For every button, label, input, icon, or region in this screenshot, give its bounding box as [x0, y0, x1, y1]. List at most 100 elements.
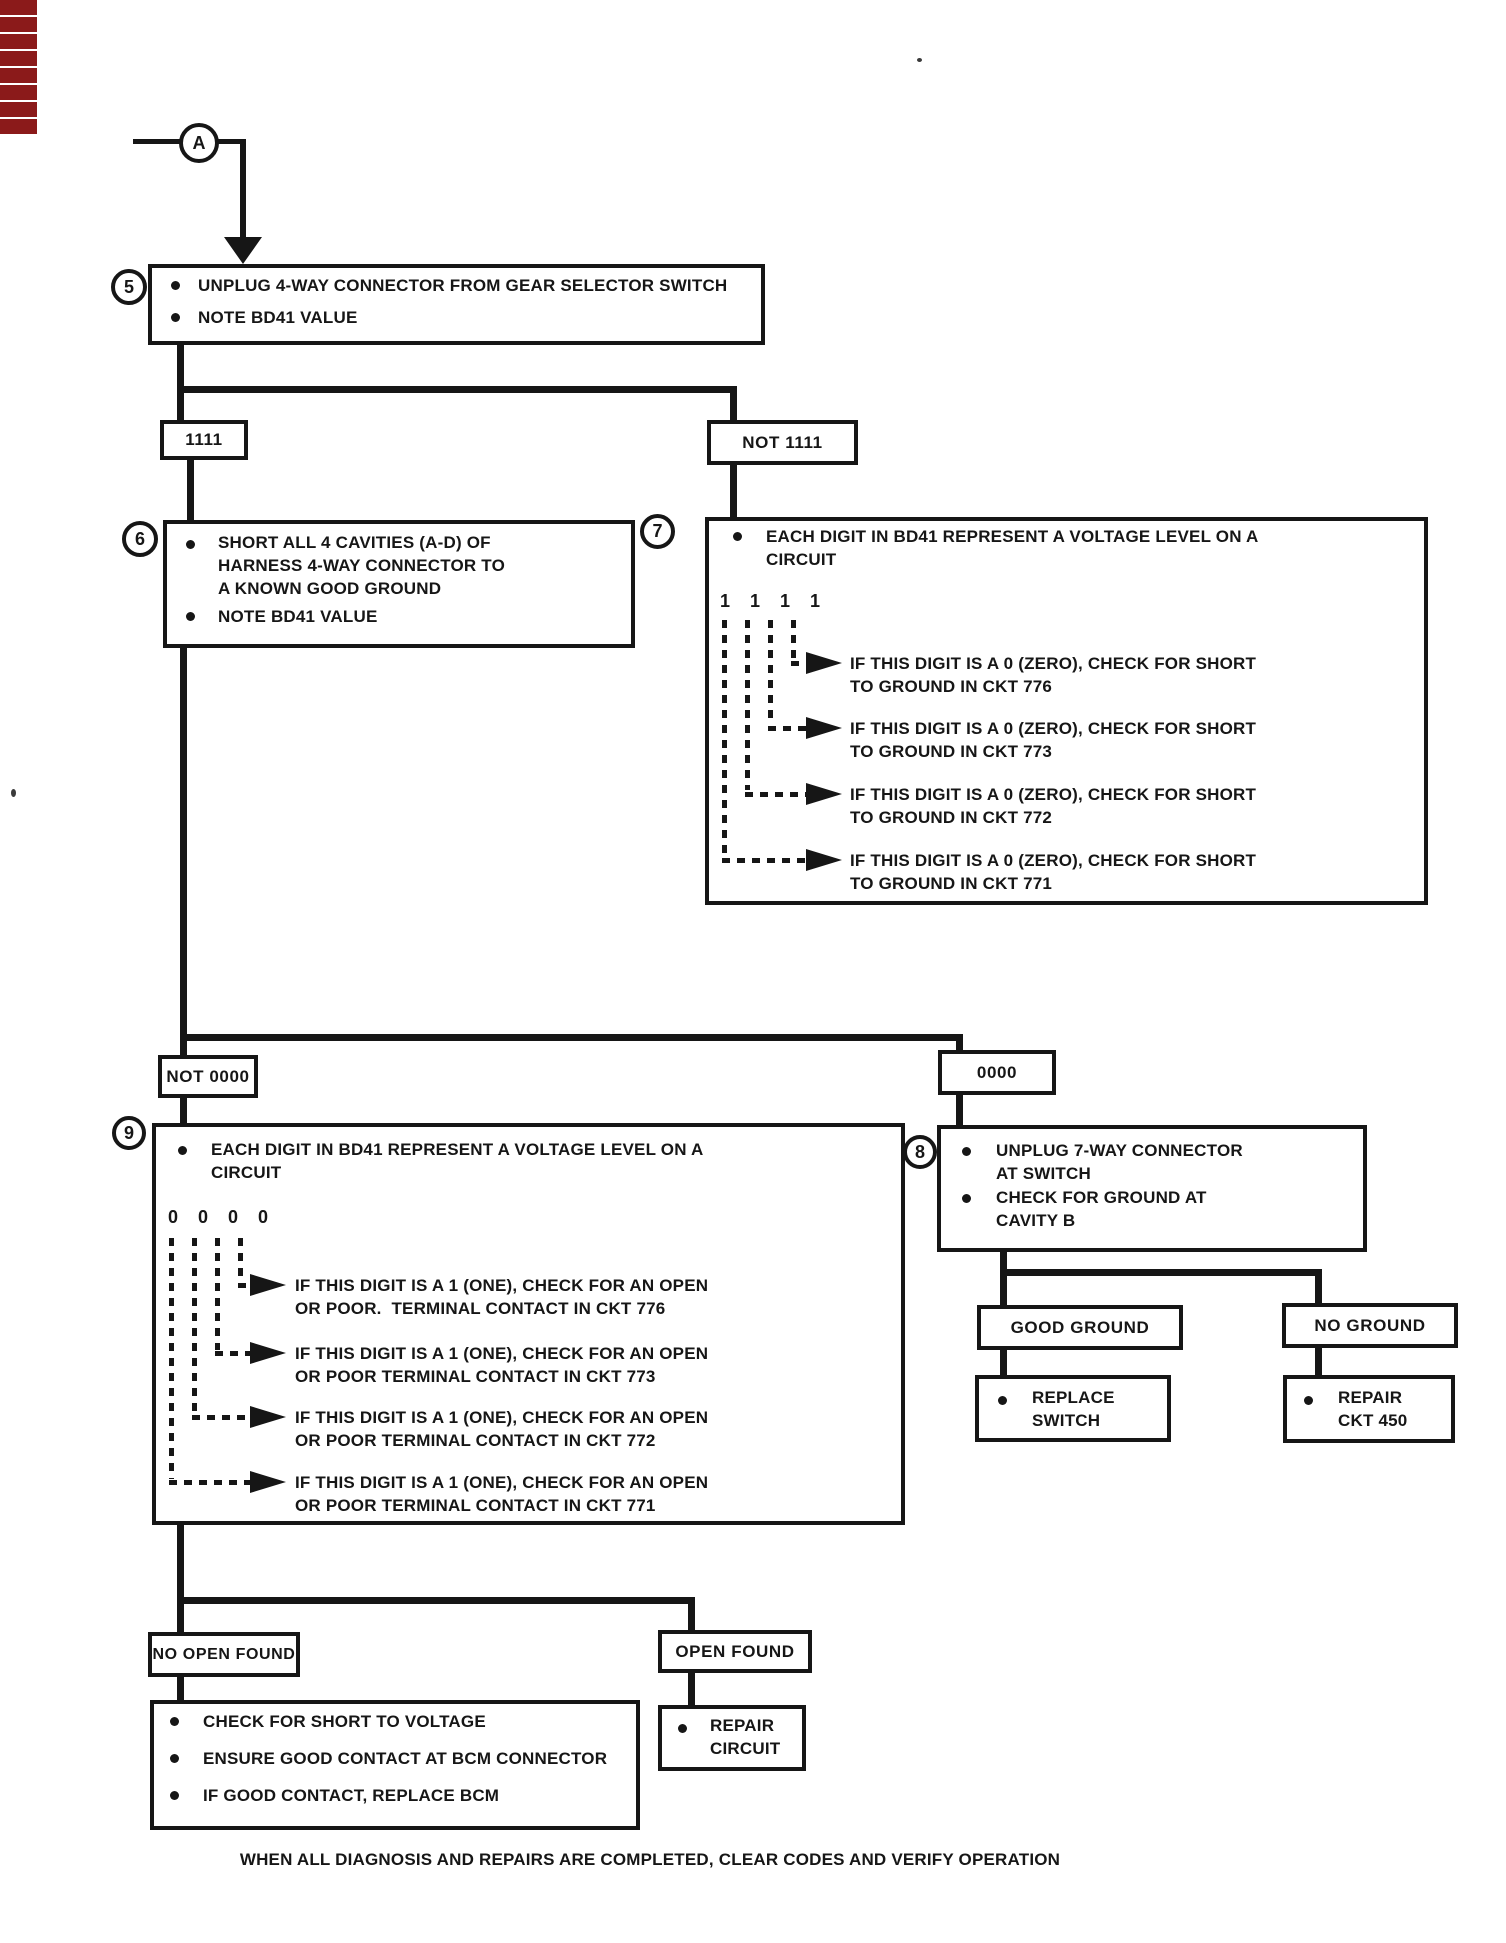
bullet-icon [962, 1194, 971, 1203]
repair-circuit-line1: REPAIR [710, 1716, 775, 1735]
flow-line [217, 139, 246, 144]
step9-digits: 0 0 0 0 [168, 1207, 270, 1227]
step-circle-9: 9 [112, 1116, 146, 1150]
arrow-down-icon [224, 237, 262, 264]
branch-label-text: OPEN FOUND [675, 1641, 795, 1661]
step-circle-8: 8 [903, 1135, 937, 1169]
result-box-repair-ckt-450 [1283, 1375, 1455, 1443]
flow-line [1000, 1250, 1007, 1276]
branch-label-no-ground: NO GROUND [1282, 1303, 1458, 1348]
bullet-icon [186, 540, 195, 549]
flow-line [1000, 1348, 1007, 1377]
branch-label-0000: 0000 [938, 1050, 1056, 1095]
branch-label-no-open-found: NO OPEN FOUND [148, 1632, 300, 1677]
step-number: 5 [123, 276, 134, 297]
flow-line [177, 386, 737, 393]
step-number: 7 [652, 521, 663, 541]
scan-edge-mark [0, 0, 37, 15]
bullet-icon [170, 1717, 179, 1726]
arrow-right-icon [806, 783, 842, 805]
flow-line [133, 139, 181, 144]
step5-bullet-2: NOTE BD41 VALUE [198, 308, 358, 327]
bullet-icon [1304, 1396, 1313, 1405]
arrow-right-icon [250, 1342, 286, 1364]
bullet-icon [171, 313, 180, 322]
repair-circuit-line2: CIRCUIT [710, 1739, 781, 1758]
arrow-right-icon [806, 717, 842, 739]
flow-line [730, 463, 737, 518]
step7-header-line1: EACH DIGIT IN BD41 REPRESENT A VOLTAGE L… [766, 527, 1259, 546]
replace-switch-line2: SWITCH [1032, 1411, 1101, 1430]
flow-line [177, 1597, 695, 1604]
digit-dash-line [745, 620, 750, 790]
result-box-repair-circuit [658, 1705, 806, 1771]
scan-edge-mark [0, 34, 37, 49]
step8-bullet-1-line2: AT SWITCH [996, 1164, 1091, 1183]
flow-line [1000, 1269, 1322, 1276]
bullet-icon [733, 532, 742, 541]
digit-dash-line [791, 661, 807, 666]
branch-label-text: 0000 [976, 1062, 1018, 1082]
step-circle-6: 6 [122, 521, 158, 557]
action-box-5 [148, 264, 765, 345]
scan-speck [11, 789, 16, 797]
flow-line [1315, 1269, 1322, 1305]
digit-dash-line [791, 620, 796, 658]
step9-header-line1: EACH DIGIT IN BD41 REPRESENT A VOLTAGE L… [211, 1140, 704, 1159]
step9-item4-line2: OR POOR TERMINAL CONTACT IN CKT 771 [295, 1496, 656, 1515]
step8-bullet-2-line2: CAVITY B [996, 1211, 1076, 1230]
flow-line [177, 1525, 184, 1632]
branch-label-not-1111: NOT 1111 [707, 420, 858, 465]
action-box-8 [937, 1125, 1367, 1252]
step7-digits: 1 1 1 1 [720, 591, 822, 611]
branch-label-1111: 1111 [160, 420, 248, 460]
step7-item4-line2: TO GROUND IN CKT 771 [850, 874, 1053, 893]
digit-dash-line [768, 620, 773, 724]
arrow-right-icon [250, 1406, 286, 1428]
step9-item3-line1: IF THIS DIGIT IS A 1 (ONE), CHECK FOR AN… [295, 1408, 709, 1427]
flow-line [177, 344, 184, 423]
scan-edge-mark [0, 17, 37, 32]
bullet-icon [962, 1147, 971, 1156]
flow-line [730, 386, 737, 421]
flow-line [1000, 1269, 1007, 1307]
bullet-icon [998, 1396, 1007, 1405]
step6-bullet-2: NOTE BD41 VALUE [218, 607, 378, 626]
arrow-right-icon [806, 652, 842, 674]
digit-dash-line [238, 1283, 250, 1288]
branch-label-text: NOT 1111 [742, 432, 823, 452]
branch-label-text: GOOD GROUND [1010, 1317, 1150, 1337]
step9-item1-line2: OR POOR. TERMINAL CONTACT IN CKT 776 [295, 1299, 666, 1318]
final-bullet-2: ENSURE GOOD CONTACT AT BCM CONNECTOR [203, 1749, 608, 1768]
footer-note: WHEN ALL DIAGNOSIS AND REPAIRS ARE COMPL… [239, 1850, 1061, 1869]
bullet-icon [678, 1724, 687, 1733]
flow-line [688, 1597, 695, 1630]
digit-dash-line [169, 1238, 174, 1479]
bullet-icon [170, 1791, 179, 1800]
digit-dash-line [215, 1238, 220, 1350]
flow-line [240, 139, 246, 238]
step7-header-line2: CIRCUIT [766, 550, 837, 569]
step9-item3-line2: OR POOR TERMINAL CONTACT IN CKT 772 [295, 1431, 656, 1450]
digit-dash-line [215, 1351, 250, 1356]
flow-line [180, 648, 187, 1055]
repair-ckt450-line1: REPAIR [1338, 1388, 1403, 1407]
scan-edge-mark [0, 102, 37, 117]
connector-a-label: A [192, 132, 206, 153]
step7-item3-line1: IF THIS DIGIT IS A 0 (ZERO), CHECK FOR S… [850, 785, 1257, 804]
step-circle-7: 7 [640, 514, 675, 549]
arrow-right-icon [806, 849, 842, 871]
step7-item2-line2: TO GROUND IN CKT 773 [850, 742, 1053, 761]
digit-dash-line [722, 620, 727, 856]
step-circle-5: 5 [111, 269, 147, 305]
digit-dash-line [192, 1238, 197, 1414]
step7-item2-line1: IF THIS DIGIT IS A 0 (ZERO), CHECK FOR S… [850, 719, 1257, 738]
step9-item2-line1: IF THIS DIGIT IS A 1 (ONE), CHECK FOR AN… [295, 1344, 709, 1363]
flow-line [177, 1675, 184, 1702]
scan-edge-mark [0, 85, 37, 100]
action-box-9 [152, 1123, 905, 1525]
branch-label-text: 1111 [185, 430, 223, 449]
flow-line [1315, 1346, 1322, 1377]
step9-item4-line1: IF THIS DIGIT IS A 1 (ONE), CHECK FOR AN… [295, 1473, 709, 1492]
